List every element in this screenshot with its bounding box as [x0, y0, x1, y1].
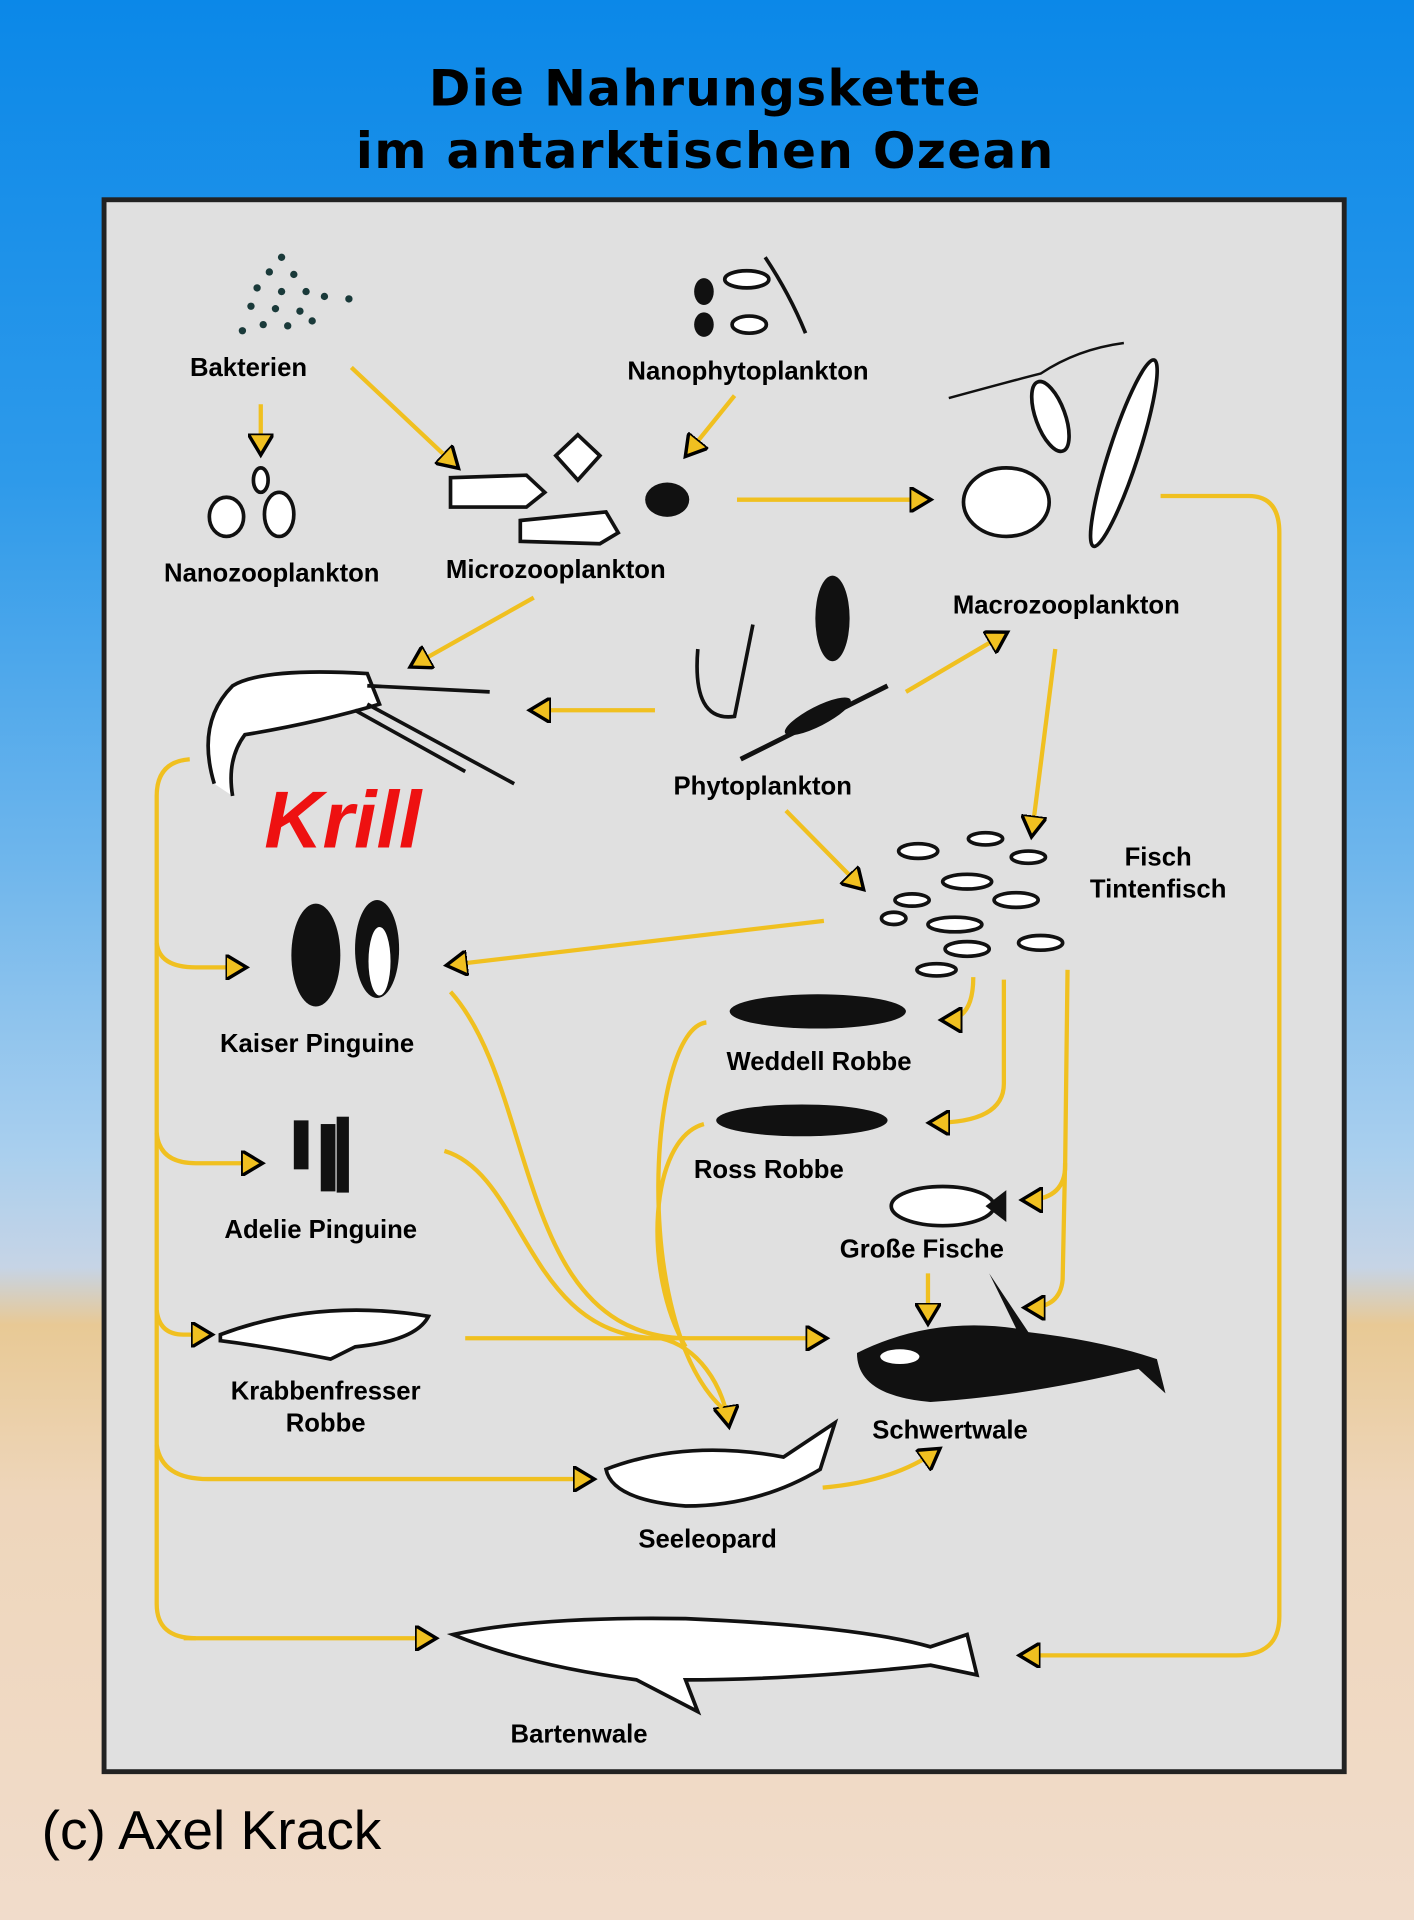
label-ross-robbe: Ross Robbe [694, 1156, 844, 1184]
label-weddell-robbe: Weddell Robbe [726, 1048, 911, 1076]
orca-illustration [856, 1273, 1166, 1402]
crabeater-seal-illustration [218, 1308, 432, 1362]
large-fish-illustration [889, 1184, 1007, 1228]
macrozooplankton-illustration [948, 341, 1160, 549]
arrows [154, 365, 1282, 1655]
label-phytoplankton: Phytoplankton [674, 773, 852, 801]
label-fisch: Fisch [1125, 844, 1192, 872]
label-seeleopard: Seeleopard [638, 1526, 776, 1554]
microzooplankton-illustration [448, 432, 690, 546]
fish-squid-school-illustration [879, 830, 1065, 978]
title-line-2: im antarktischen Ozean [356, 121, 1055, 180]
krill-illustration [206, 670, 516, 797]
label-nanozooplankton: Nanozooplankton [164, 560, 379, 588]
label-grosse-fische: Große Fische [840, 1235, 1004, 1263]
bacteria-illustration [238, 253, 353, 335]
label-adelie-pinguine: Adelie Pinguine [224, 1216, 417, 1244]
label-krabbenfresser: Krabbenfresser [231, 1378, 421, 1406]
ross-seal-illustration [716, 1104, 888, 1137]
phytoplankton-illustration [695, 575, 889, 762]
nanozooplankton-illustration [207, 466, 296, 539]
weddell-seal-illustration [729, 994, 906, 1029]
label-bartenwale: Bartenwale [511, 1720, 648, 1748]
label-nanophytoplankton: Nanophytoplankton [627, 358, 868, 386]
krill-label: Krill [264, 775, 423, 865]
label-bakterien: Bakterien [190, 354, 307, 382]
copyright: (c) Axel Krack [42, 1799, 382, 1861]
label-tintenfisch: Tintenfisch [1090, 876, 1227, 904]
emperor-penguins-illustration [291, 900, 400, 1007]
baleen-whale-illustration [446, 1616, 980, 1716]
adelie-penguins-illustration [293, 1116, 349, 1193]
label-schwertwale: Schwertwale [872, 1417, 1028, 1445]
label-microzooplankton: Microzooplankton [446, 556, 666, 584]
label-kaiser-pinguine: Kaiser Pinguine [220, 1030, 414, 1058]
title-line-1: Die Nahrungskette [429, 58, 982, 117]
nanophytoplankton-illustration [694, 256, 808, 337]
label-krabbenfresser-robbe: Robbe [286, 1409, 366, 1437]
leopard-seal-illustration [603, 1418, 839, 1508]
label-macrozooplankton: Macrozooplankton [953, 592, 1180, 620]
